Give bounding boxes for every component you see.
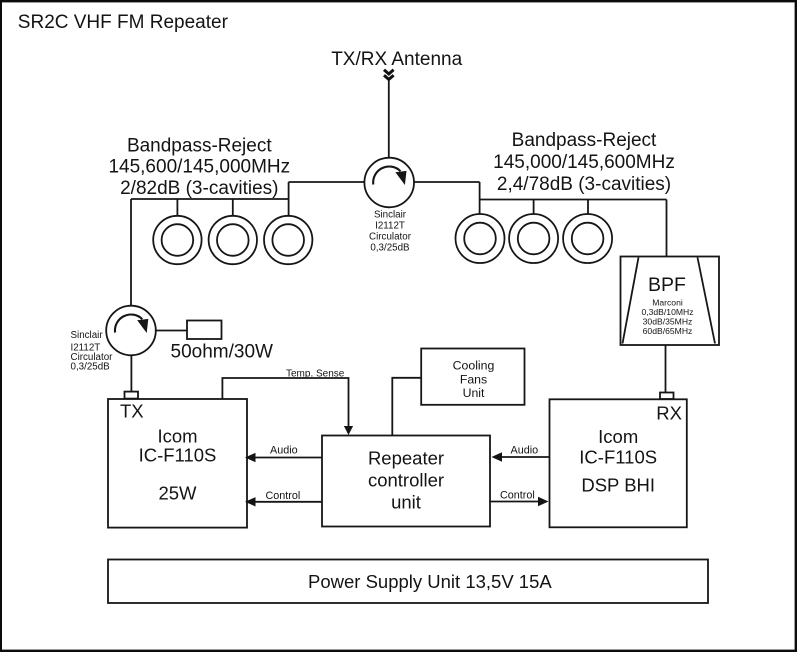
svg-text:controller: controller <box>368 470 444 491</box>
svg-text:TX: TX <box>120 401 144 422</box>
svg-text:0,3/25dB: 0,3/25dB <box>370 243 410 254</box>
svg-text:Sinclair: Sinclair <box>71 330 104 341</box>
svg-text:Sinclair: Sinclair <box>374 210 407 221</box>
svg-text:Temp. Sense: Temp. Sense <box>286 368 345 379</box>
svg-text:Control: Control <box>500 490 535 502</box>
svg-text:0,3dB/10MHz: 0,3dB/10MHz <box>641 307 693 317</box>
svg-text:Bandpass-Reject: Bandpass-Reject <box>512 130 657 151</box>
svg-text:Audio: Audio <box>270 445 298 457</box>
svg-text:Power Supply Unit 13,5V 15A: Power Supply Unit 13,5V 15A <box>308 571 552 592</box>
svg-text:Bandpass-Reject: Bandpass-Reject <box>127 136 272 157</box>
svg-text:145,000/145,600MHz: 145,000/145,600MHz <box>493 152 675 173</box>
svg-text:Unit: Unit <box>463 386 485 400</box>
svg-text:Repeater: Repeater <box>368 448 444 469</box>
svg-text:0,3/25dB: 0,3/25dB <box>71 361 111 372</box>
svg-text:Circulator: Circulator <box>71 352 114 363</box>
svg-text:2/82dB (3-cavities): 2/82dB (3-cavities) <box>120 178 278 199</box>
svg-text:Cooling: Cooling <box>453 359 495 373</box>
svg-text:Icom: Icom <box>598 426 638 447</box>
svg-text:Icom: Icom <box>157 426 197 447</box>
svg-text:Audio: Audio <box>511 445 539 457</box>
svg-text:IC-F110S: IC-F110S <box>579 446 657 467</box>
svg-text:RX: RX <box>656 403 682 424</box>
svg-text:TX/RX Antenna: TX/RX Antenna <box>331 49 462 70</box>
svg-text:DSP BHI: DSP BHI <box>581 475 655 496</box>
svg-text:2,4/78dB (3-cavities): 2,4/78dB (3-cavities) <box>497 174 671 195</box>
svg-text:IC-F110S: IC-F110S <box>139 444 217 465</box>
svg-text:Fans: Fans <box>460 372 487 386</box>
svg-text:unit: unit <box>391 492 421 513</box>
svg-text:I2112T: I2112T <box>71 343 101 354</box>
svg-text:25W: 25W <box>158 482 197 503</box>
svg-text:Control: Control <box>266 490 301 502</box>
svg-text:Circulator: Circulator <box>369 232 412 243</box>
svg-text:SR2C VHF FM Repeater: SR2C VHF FM Repeater <box>18 12 229 33</box>
svg-text:50ohm/30W: 50ohm/30W <box>171 341 274 362</box>
svg-text:145,600/145,000MHz: 145,600/145,000MHz <box>108 157 290 178</box>
svg-text:BPF: BPF <box>648 274 686 296</box>
svg-text:30dB/35MHz: 30dB/35MHz <box>643 317 693 327</box>
svg-text:60dB/65MHz: 60dB/65MHz <box>643 326 693 336</box>
svg-text:I2112T: I2112T <box>375 221 405 232</box>
svg-text:Marconi: Marconi <box>652 297 683 307</box>
